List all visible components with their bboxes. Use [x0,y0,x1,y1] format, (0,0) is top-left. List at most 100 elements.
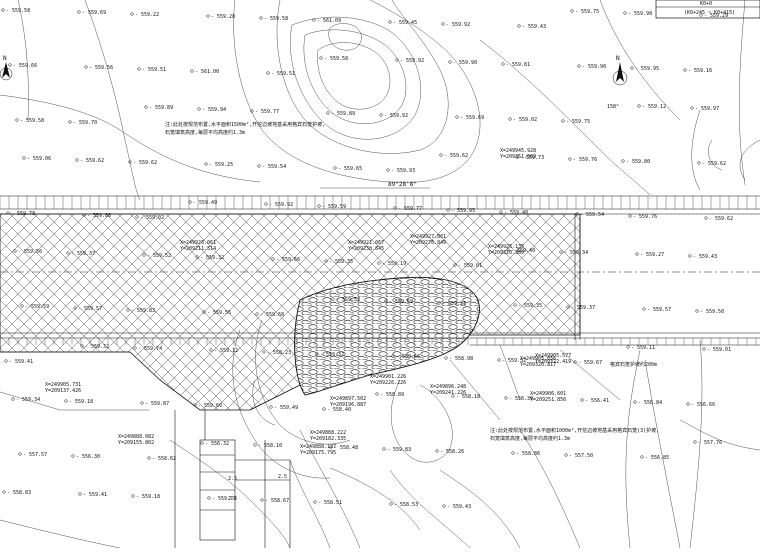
spot-elevation: - 559.41 [4,359,33,365]
coord-y-label: Y=209182.335 [310,436,346,442]
svg-text:- 556.66: - 556.66 [691,402,715,408]
svg-text:- 559.59: - 559.59 [389,299,413,305]
coordinate-callouts: X=249945.928Y=209351.569X=249926.061Y=20… [45,148,571,456]
note-5: 格宾石笼护坡约200m [610,361,657,368]
spot-elevation: - 556.84 [633,400,662,406]
svg-text:- 558.48: - 558.48 [334,445,358,451]
spot-elevation: - 559.23 [437,301,466,307]
misc-lines [0,344,621,421]
spot-elevation: - 559.02 [508,117,537,123]
spot-elevation: - 559.51 [137,67,166,73]
spot-elevation: - 559.02 [135,215,164,221]
spot-elevation: - 559.80 [82,213,111,219]
spot-elevation: - 559.06 [22,156,51,162]
spot-elevation: - 558.26 [435,449,464,455]
svg-text:- 559.69: - 559.69 [82,10,106,16]
spot-elevation: - 559.37 [66,251,95,257]
legend-line-1: K0+0 [700,1,712,7]
svg-text:- 558.26: - 558.26 [440,449,464,455]
svg-text:- 559.62: - 559.62 [709,216,733,222]
spot-elevation: - 559.76 [568,157,597,163]
spot-elevation: - 559.01 [453,263,482,269]
svg-text:- 559.01: - 559.01 [707,347,731,353]
svg-text:- 559.23: - 559.23 [442,301,466,307]
svg-text:- 559.60: - 559.60 [198,403,222,409]
svg-text:- 559.75: - 559.75 [575,9,599,15]
spot-elevation: - 558.83 [2,490,31,496]
svg-text:- 559.22: - 559.22 [135,12,159,18]
north-label-left: N [3,55,7,62]
svg-text:- 559.45: - 559.45 [393,20,417,26]
spot-elevation: - 559.49 [269,405,298,411]
svg-text:- 559.92: - 559.92 [446,22,470,28]
spot-elevation: - 559.95 [630,66,659,72]
svg-text:- 559.57: - 559.57 [647,307,671,313]
spot-elevation: - 556.66 [686,402,715,408]
svg-text:- 557.57: - 557.57 [23,452,47,458]
spot-elevation: - 559.74 [133,346,162,352]
svg-text:- 559.65: - 559.65 [338,166,362,172]
coord-y-label: Y=209238.645 [348,246,384,252]
svg-text:- 559.89: - 559.89 [331,111,355,117]
spot-elevation: - 556.41 [580,398,609,404]
svg-text:- 559.94: - 559.94 [202,107,226,113]
spot-elevation: - 559.12 [209,348,238,354]
spot-elevation: - 559.50 [695,309,724,315]
svg-text:- 559.43: - 559.43 [693,254,717,260]
spot-elevation: - 559.16 [683,68,712,74]
spot-elevation: - 558.53 [389,502,418,508]
svg-text:- 559.80: - 559.80 [87,213,111,219]
svg-text:- 559.66: - 559.66 [13,63,37,69]
coord-y-label: Y=209241.226 [430,390,466,396]
spot-elevations: - 559.58- 559.69- 559.22- 559.28- 559.58… [1,8,733,510]
svg-text:- 558.67: - 558.67 [265,498,289,504]
svg-text:- 559.62: - 559.62 [133,160,157,166]
spot-elevation: - 559.32 [195,255,224,261]
north-label-right: N [616,55,620,62]
spot-elevation: - 559.70 [207,496,236,502]
spot-elevation: - 559.92 [379,113,408,119]
spot-elevation: - 559.37 [566,305,595,311]
spot-elevation: - 556.30 [71,454,100,460]
svg-text:- 559.37: - 559.37 [71,251,95,257]
svg-text:- 559.66: - 559.66 [276,257,300,263]
svg-text:- 559.32: - 559.32 [502,358,526,364]
spot-elevation: - 559.34 [559,250,588,256]
spot-elevation: - 559.68 [255,312,284,318]
svg-text:- 559.97: - 559.97 [695,106,719,112]
svg-text:- 559.35: - 559.35 [329,259,353,265]
svg-text:- 559.92: - 559.92 [384,113,408,119]
svg-text:- 559.78: - 559.78 [11,211,35,217]
svg-text:- 561.00: - 561.00 [195,69,219,75]
svg-text:- 558.86: - 558.86 [516,451,540,457]
svg-text:- 559.43: - 559.43 [447,504,471,510]
coord-y-label: Y=209155.802 [118,440,154,446]
spot-elevation: - 559.43 [442,504,471,510]
spot-elevation: - 559.28 [206,14,235,20]
svg-text:- 559.83: - 559.83 [131,308,155,314]
svg-text:- 559.41: - 559.41 [9,359,33,365]
spot-elevation: - 559.94 [197,107,226,113]
coord-y-label: Y=209322.419 [535,359,571,365]
spot-elevation: - 559.32 [315,352,344,358]
svg-text:- 559.81: - 559.81 [506,62,530,68]
spot-elevation: - 557.50 [564,453,593,459]
svg-text:- 559.66: - 559.66 [396,354,420,360]
spot-elevation: - 559.62 [704,216,733,222]
svg-text:- 556.84: - 556.84 [638,400,662,406]
coord-y-label: Y=209137.426 [45,388,81,394]
legend-box: K0+0 (K0+245 ~ K0+415) [655,0,760,19]
svg-text:- 559.51: - 559.51 [271,71,295,77]
spot-elevation: - 559.93 [386,168,415,174]
spot-elevation: - 559.97 [690,106,719,112]
svg-text:- 559.37: - 559.37 [571,305,595,311]
coord-x-label: X=249901.226 [370,374,406,380]
spot-elevation: - 558.18 [451,394,480,400]
coord-y-label: Y=209175.795 [300,450,336,456]
spot-elevation: - 559.57 [642,307,671,313]
spot-elevation: - 559.83 [126,308,155,314]
spot-elevation: - 559.81 [501,62,530,68]
spot-elevation: - 559.76 [628,214,657,220]
svg-text:- 559.70: - 559.70 [73,120,97,126]
